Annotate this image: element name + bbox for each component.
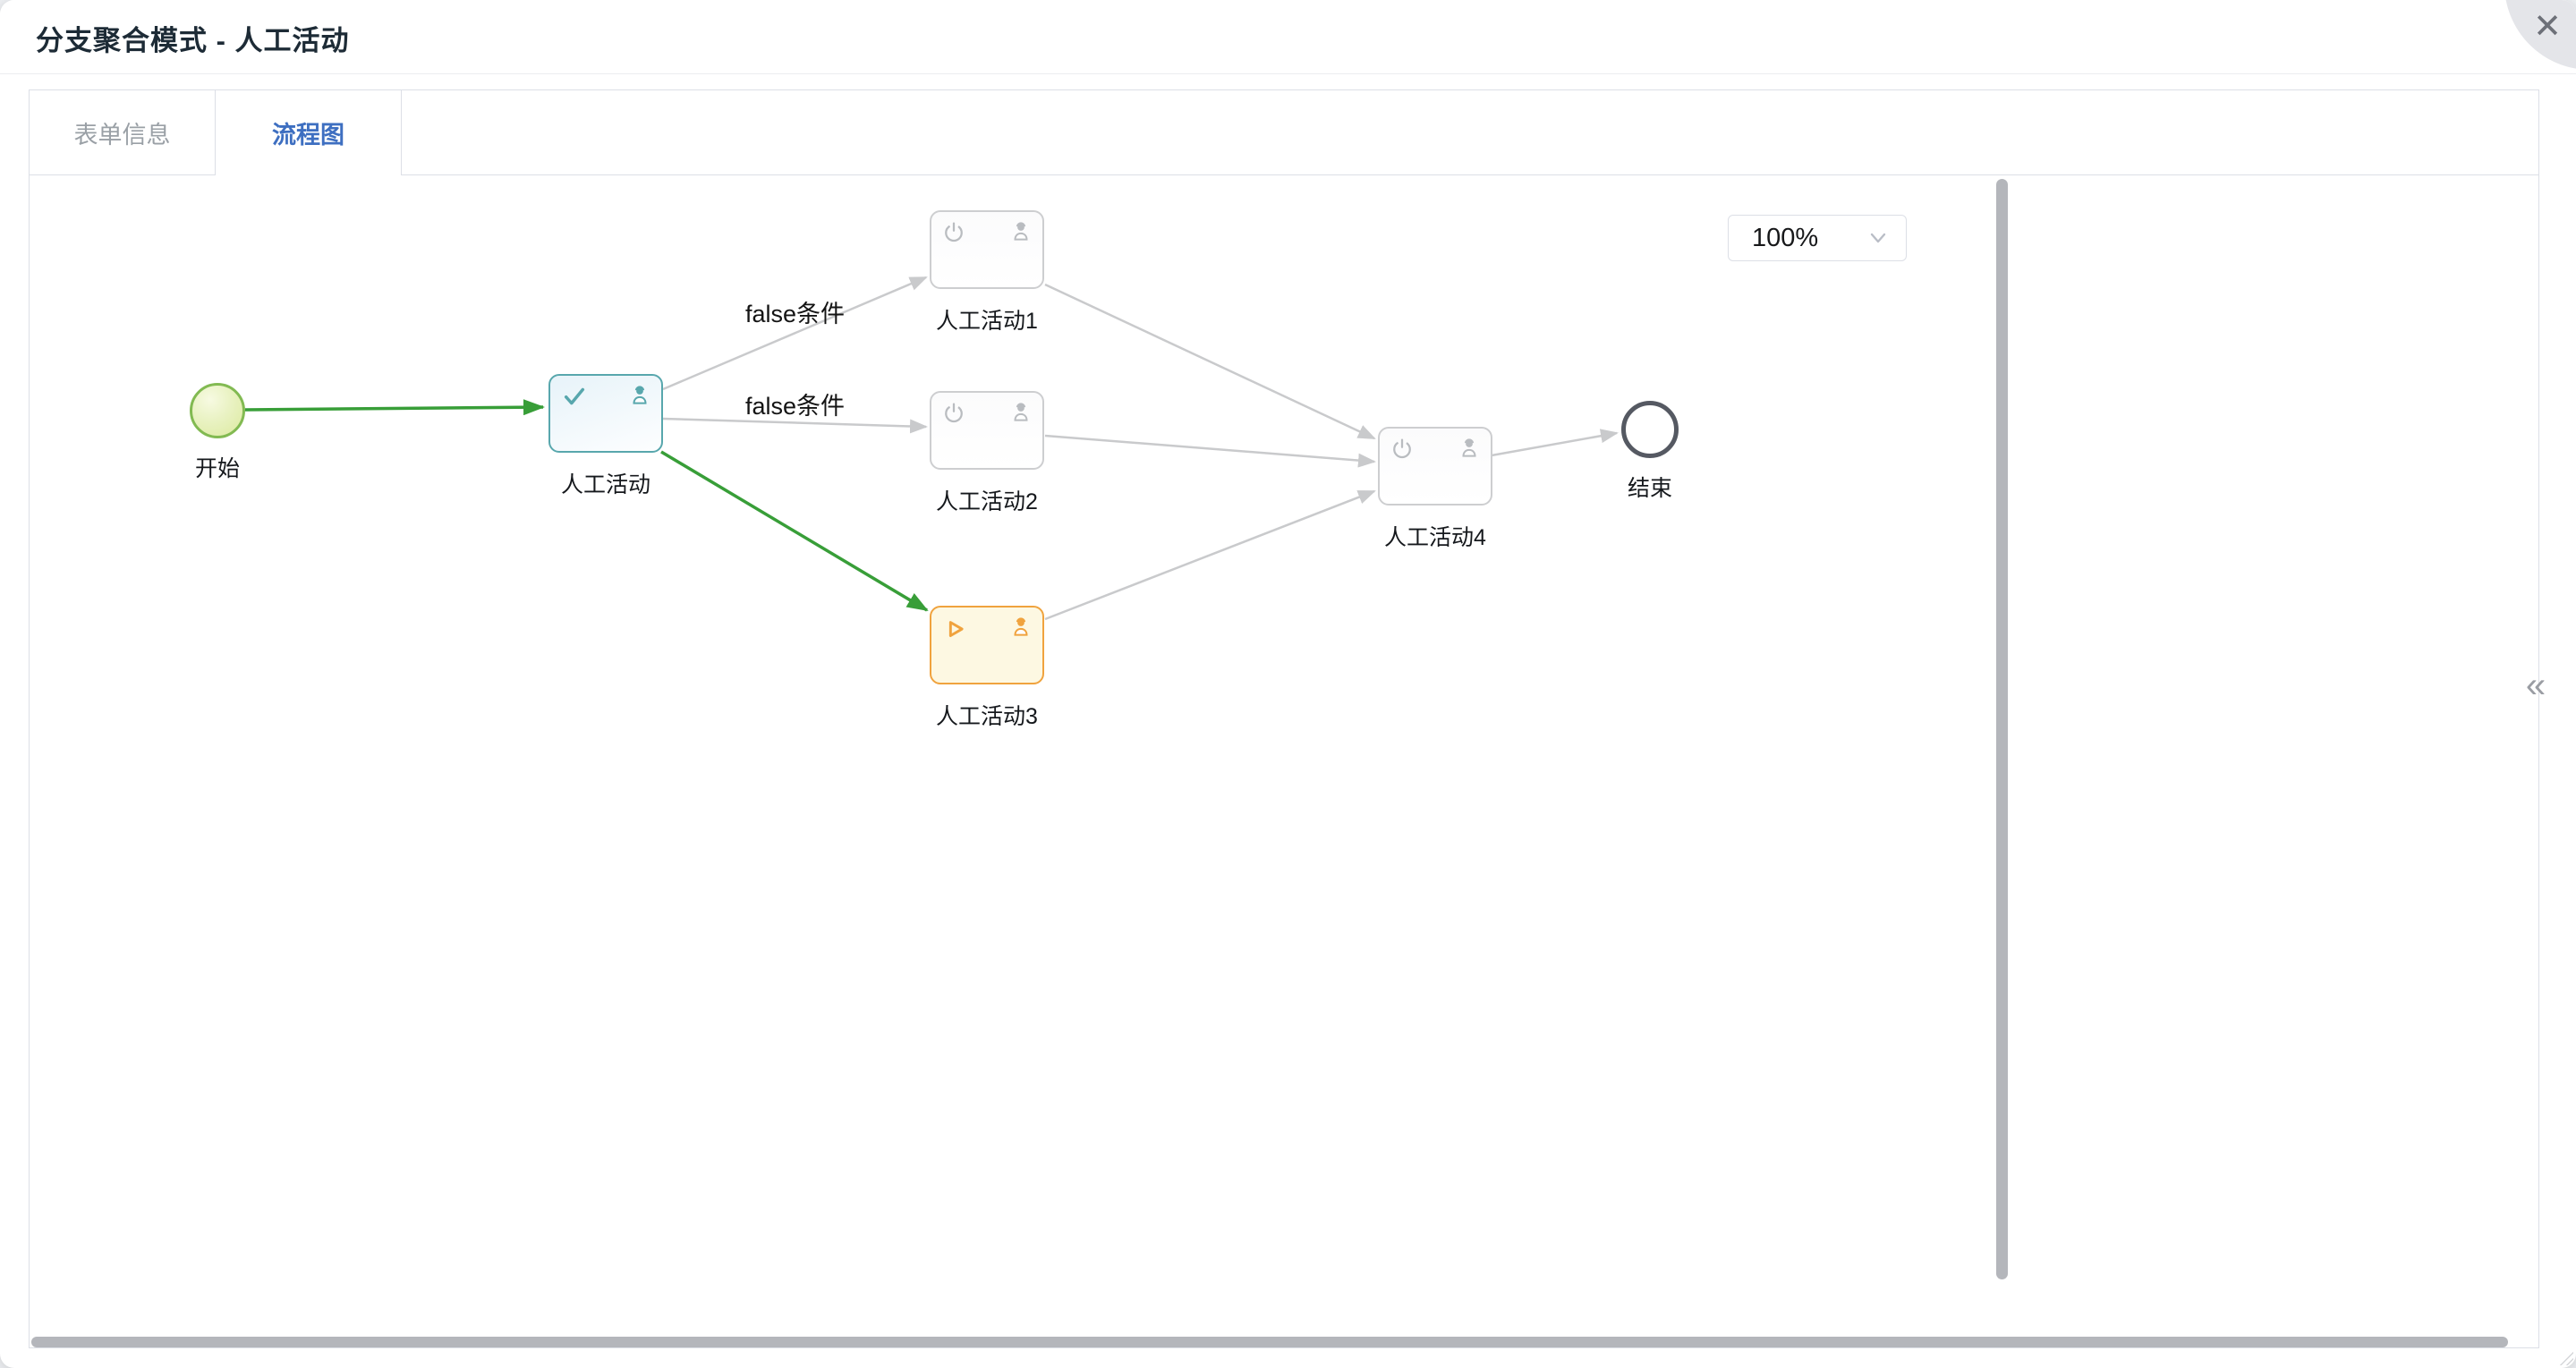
resize-grip-icon[interactable] [2559, 1351, 2573, 1365]
power-icon [940, 399, 967, 430]
horizontal-scrollbar[interactable] [31, 1337, 2508, 1347]
power-icon [1389, 435, 1416, 466]
node-label-human3: 人工活动3 [936, 704, 1038, 729]
flow-edge [244, 399, 545, 416]
node-label-human2: 人工活动2 [936, 489, 1038, 514]
task-node-human1[interactable] [930, 210, 1044, 289]
flow-edge [660, 450, 929, 612]
task-node-human3[interactable] [930, 606, 1044, 684]
flow-edge [662, 276, 928, 391]
dialog-title: 分支聚合模式 - 人工活动 [36, 25, 350, 56]
user-icon [1456, 433, 1483, 464]
flow-edge [662, 417, 928, 434]
flow-edge [1044, 489, 1376, 621]
user-icon [1007, 612, 1034, 643]
user-icon [626, 380, 653, 412]
tab-content: 100% false条件 false条件开始 人工活动 人工活动1 人工活动2 [29, 175, 2546, 1348]
start-event-node[interactable] [190, 383, 245, 438]
node-label-human: 人工活动 [560, 472, 650, 497]
tab-label: 表单信息 [73, 121, 171, 149]
diagram-canvas: 100% false条件 false条件开始 人工活动 人工活动1 人工活动2 [30, 175, 2538, 1347]
flow-edge [1044, 434, 1376, 468]
tab-label: 流程图 [272, 121, 344, 149]
task-node-human4[interactable] [1378, 427, 1492, 506]
task-node-human[interactable] [548, 374, 663, 453]
task-node-human2[interactable] [930, 391, 1044, 470]
flow-edge [1044, 283, 1376, 440]
end-event-node[interactable] [1621, 401, 1679, 458]
tab-flow-chart[interactable]: 流程图 [216, 90, 402, 175]
edge-condition-label: false条件 [745, 393, 846, 420]
dialog-header: 分支聚合模式 - 人工活动 [0, 0, 2576, 74]
power-icon [940, 218, 967, 250]
zoom-select[interactable]: 100% [1728, 215, 1907, 261]
chevron-down-icon [1868, 228, 1888, 248]
node-label-end: 结束 [1627, 476, 1672, 501]
node-label-human4: 人工活动4 [1384, 525, 1486, 550]
close-icon[interactable]: ✕ [2533, 8, 2562, 46]
check-icon [559, 382, 590, 415]
edge-condition-label: false条件 [745, 301, 846, 327]
tab-form-info[interactable]: 表单信息 [30, 90, 216, 174]
zoom-value: 100% [1752, 223, 1819, 252]
play-icon [940, 614, 969, 647]
tabs-header: 表单信息 流程图 [29, 89, 2539, 175]
user-icon [1007, 397, 1034, 429]
node-label-start: 开始 [194, 456, 240, 481]
user-icon [1007, 217, 1034, 248]
edges-layer [244, 276, 1619, 621]
node-label-human1: 人工活动1 [936, 309, 1038, 334]
vertical-scrollbar[interactable] [1996, 179, 2008, 1279]
flow-edge [1491, 429, 1619, 457]
panel-collapse-icon[interactable]: « [2525, 666, 2546, 705]
